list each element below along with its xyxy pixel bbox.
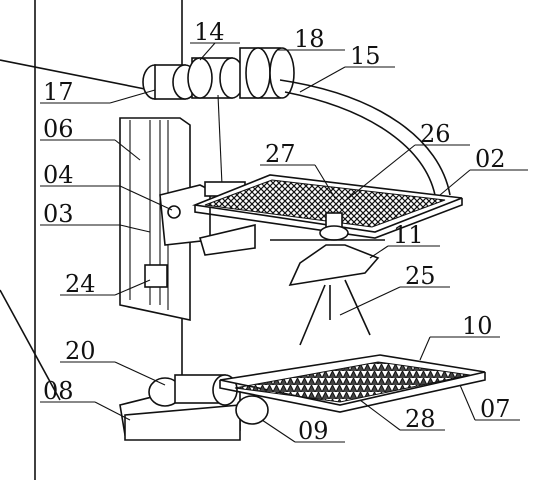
- label-25: 25: [405, 262, 436, 290]
- label-20: 20: [65, 337, 96, 365]
- label-04: 04: [43, 161, 74, 189]
- upper-plate: [191, 174, 463, 239]
- vertical-housing: [119, 94, 223, 321]
- label-18: 18: [294, 25, 325, 53]
- label-24: 24: [65, 270, 96, 298]
- label-08: 08: [43, 377, 74, 405]
- label-14: 14: [194, 18, 225, 46]
- part-labels: 14 18 15 17 06 26 27 02 04 03 11 24 25 1…: [43, 18, 511, 445]
- label-02: 02: [475, 145, 506, 173]
- top-roller-assembly: [142, 47, 295, 100]
- label-03: 03: [43, 200, 74, 228]
- label-26: 26: [420, 120, 451, 148]
- hanging-lamp: [270, 212, 385, 346]
- leader-lines: [40, 42, 528, 443]
- label-10: 10: [462, 312, 493, 340]
- curved-arms: [279, 79, 451, 196]
- label-06: 06: [43, 115, 74, 143]
- label-09: 09: [298, 417, 329, 445]
- label-27: 27: [265, 140, 296, 168]
- label-07: 07: [480, 395, 511, 423]
- label-15: 15: [350, 42, 381, 70]
- label-11: 11: [393, 221, 424, 249]
- label-17: 17: [43, 78, 74, 106]
- lower-unit: [119, 354, 486, 441]
- label-28: 28: [405, 405, 436, 433]
